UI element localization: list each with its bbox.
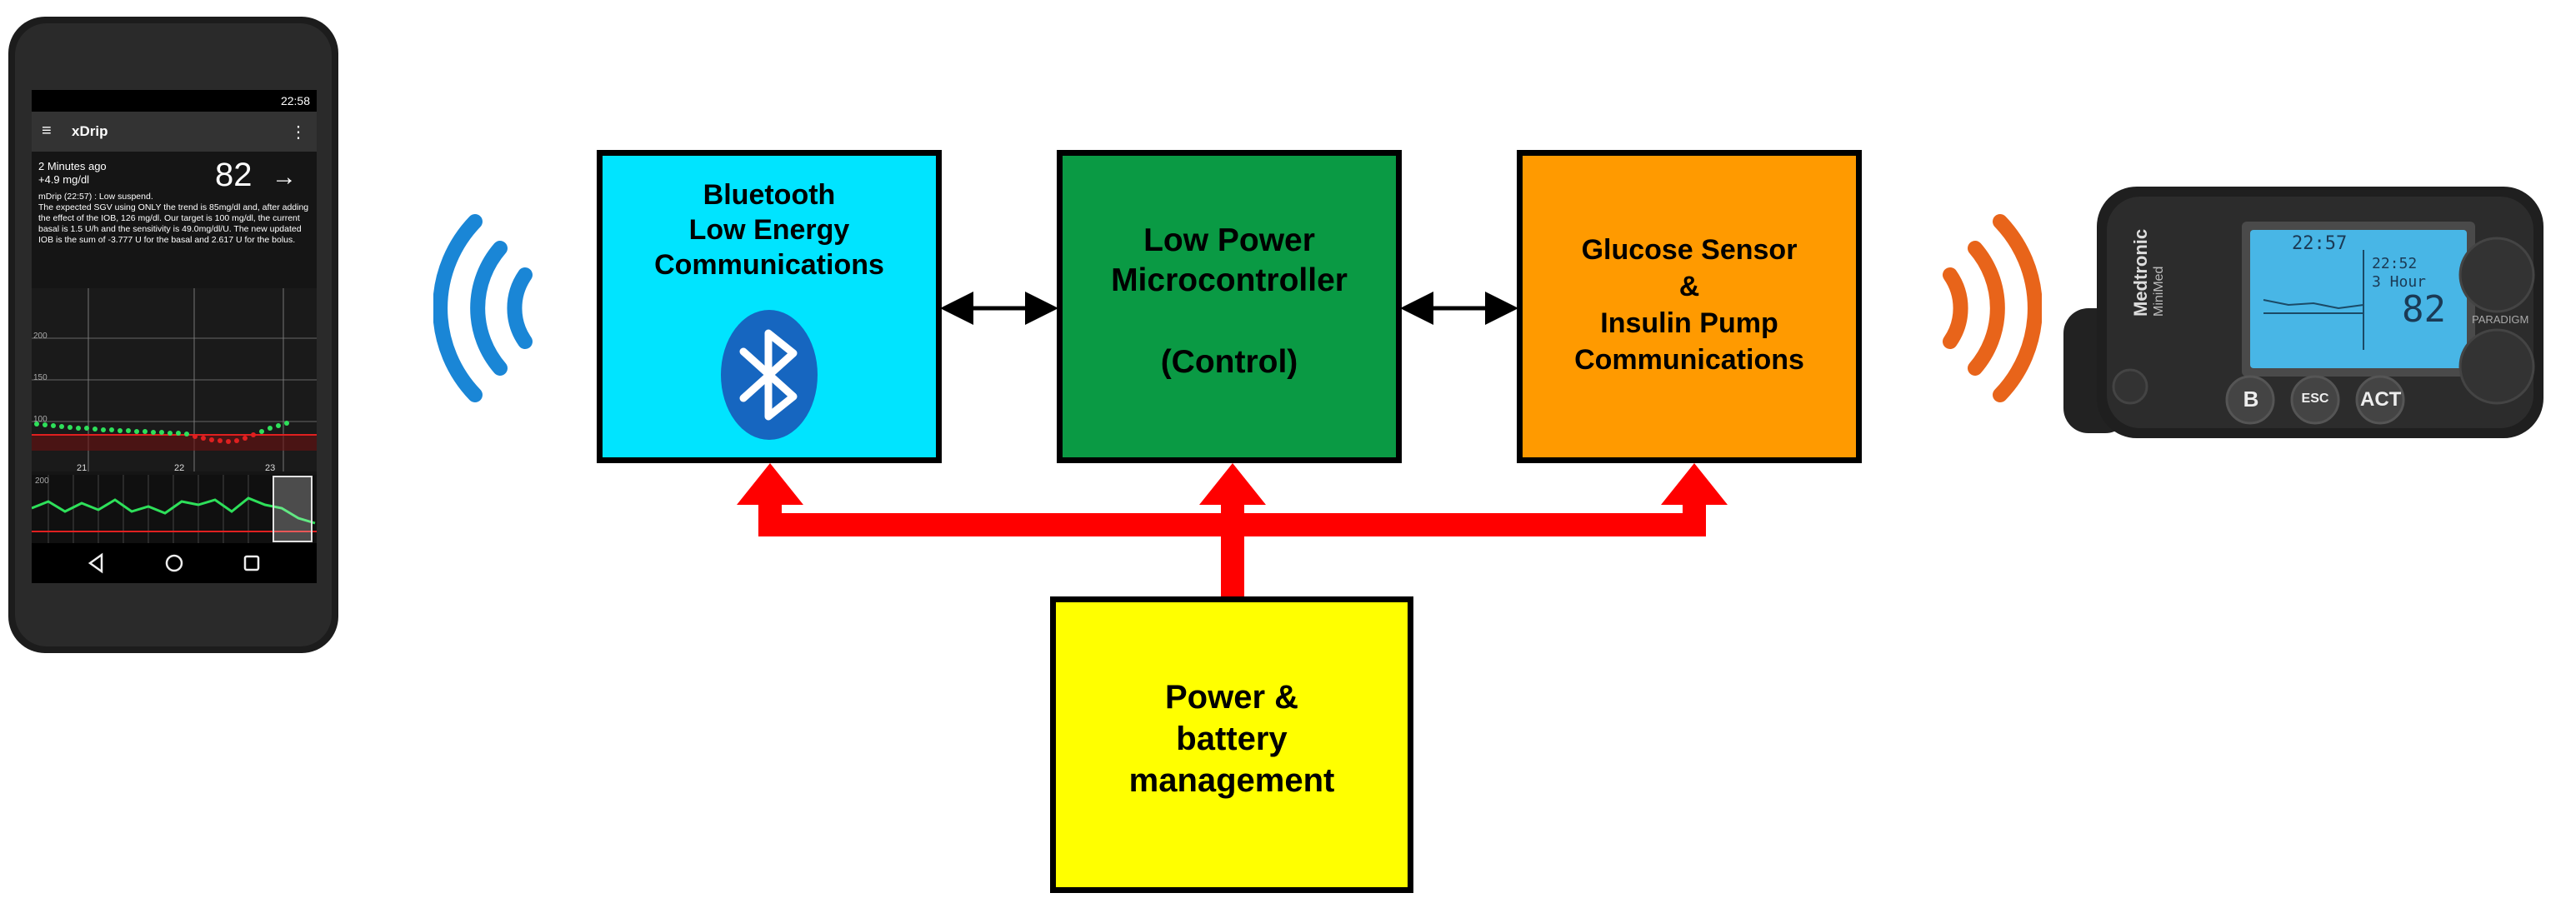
esc-button-shape <box>2290 375 2340 425</box>
act-button[interactable]: ACT <box>2360 388 2402 411</box>
pump-model: PARADIGM <box>2472 313 2529 326</box>
pump-sub-brand: MiniMed <box>2152 266 2166 317</box>
bluetooth-icon <box>721 310 818 440</box>
nav-bar <box>32 543 317 583</box>
mcu-block-line1: Low Power <box>1143 222 1315 258</box>
glucose-pump-comms-block: Glucose Sensor & Insulin Pump Communicat… <box>1517 150 1862 463</box>
insulin-pump: Medtronic MiniMed PARADIGM 22:57 22:52 3… <box>2063 183 2547 442</box>
power-distribution-arrows <box>737 463 1728 598</box>
act-button-shape <box>2355 375 2405 425</box>
y-label-100: 100 <box>33 415 48 424</box>
microcontroller-block: Low Power Microcontroller (Control) <box>1057 150 1402 463</box>
radio-block-line3: Insulin Pump <box>1600 307 1778 339</box>
radio-block-line2: & <box>1678 271 1700 302</box>
radio-block-line4: Communications <box>1574 344 1804 376</box>
mcu-block-line2: Microcontroller <box>1111 262 1348 298</box>
menu-icon[interactable]: ≡ <box>42 122 52 140</box>
bg-graph <box>32 288 317 471</box>
app-title: xDrip <box>72 123 108 139</box>
bluetooth-block-line1: Bluetooth <box>703 179 836 211</box>
power-block-line3: management <box>1128 762 1335 799</box>
power-block-line1: Power & <box>1164 679 1299 716</box>
pump-brand: Medtronic <box>2130 228 2151 317</box>
esc-button[interactable]: ESC <box>2301 392 2329 406</box>
x-label-23: 23 <box>265 463 276 473</box>
bg-points <box>34 421 289 444</box>
smartphone: 22:58 ≡ xDrip ⋮ 2 Minutes ago +4.9 mg/dl… <box>7 15 340 655</box>
lcd-hour-label: 3 Hour <box>2372 273 2427 291</box>
lcd-time: 22:57 <box>2292 233 2348 254</box>
delta: +4.9 mg/dl <box>38 173 90 186</box>
bluetooth-block-line3: Communications <box>654 249 884 281</box>
status-bar: 22:58 <box>32 90 317 112</box>
b-button-shape <box>2225 375 2275 425</box>
status-time: 22:58 <box>280 94 310 107</box>
bluetooth-block: Bluetooth Low Energy Communications <box>597 150 942 463</box>
phone-screen: 22:58 ≡ xDrip ⋮ 2 Minutes ago +4.9 mg/dl… <box>32 90 317 583</box>
bluetooth-block-line2: Low Energy <box>688 214 850 246</box>
back-icon[interactable] <box>88 552 103 574</box>
power-battery-block: Power & battery management <box>1050 596 1413 893</box>
preview-graph <box>32 475 317 543</box>
mcu-block-line3: (Control) <box>1160 344 1298 380</box>
pump-body <box>2063 187 2543 438</box>
home-icon[interactable] <box>165 554 183 572</box>
app-bar: ≡ xDrip ⋮ <box>32 112 317 152</box>
y-label-150: 150 <box>33 373 48 382</box>
trend-arrow: → <box>272 163 297 191</box>
y-label-200: 200 <box>33 332 48 341</box>
radio-block-line1: Glucose Sensor <box>1581 234 1798 266</box>
bluetooth-signal-waves <box>433 214 533 402</box>
recents-icon[interactable] <box>243 555 260 571</box>
power-block-line2: battery <box>1176 721 1288 757</box>
lcd-reading: 82 <box>2402 288 2446 331</box>
preview-y-label: 200 <box>35 476 49 486</box>
glucose-reading: 82 <box>215 157 253 193</box>
prediction-message: mDrip (22:57) : Low suspend. The expecte… <box>38 192 309 245</box>
x-label-21: 21 <box>77 463 88 473</box>
b-button[interactable]: B <box>2243 387 2259 412</box>
minutes-ago: 2 Minutes ago <box>38 160 107 172</box>
radio-signal-waves <box>1943 214 2042 402</box>
lcd-small-time: 22:52 <box>2372 255 2418 272</box>
overflow-menu-icon[interactable]: ⋮ <box>290 123 307 142</box>
x-label-22: 22 <box>174 463 185 473</box>
